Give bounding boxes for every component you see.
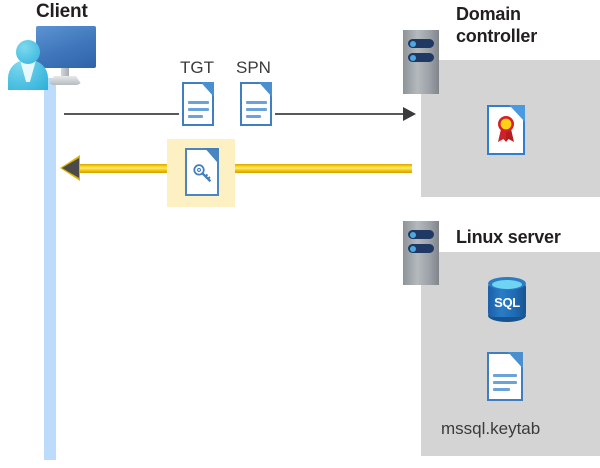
tgt-label: TGT [180, 58, 214, 77]
sql-database-icon: SQL [488, 277, 526, 323]
user-workstation-icon [8, 26, 98, 90]
document-icon [240, 82, 272, 126]
monitor-stand [61, 68, 69, 78]
keytab-document-icon [487, 352, 523, 401]
response-line-left [74, 164, 170, 173]
monitor-screen [36, 26, 96, 68]
request-arrowhead-icon [403, 107, 416, 121]
server-led-icon [410, 40, 416, 47]
client-title: Client [36, 1, 88, 22]
request-line-right [275, 113, 407, 115]
sql-label: SQL [494, 295, 520, 310]
ticket-key-document-icon [185, 148, 219, 196]
request-line-left [64, 113, 179, 115]
server-led-icon [410, 231, 416, 238]
server-led-icon [410, 54, 416, 61]
server-bay [408, 230, 434, 239]
server-bay [408, 244, 434, 253]
key-icon [193, 164, 212, 183]
server-led-icon [410, 245, 416, 252]
person-head [16, 40, 40, 64]
server-bay [408, 39, 434, 48]
server-bay [408, 53, 434, 62]
spn-label: SPN [236, 58, 271, 77]
response-arrowhead-icon [62, 158, 79, 178]
server-tower-icon [403, 30, 439, 94]
response-line-right [232, 164, 412, 173]
monitor-base [48, 76, 82, 85]
award-ribbon-icon [498, 116, 514, 142]
server-tower-icon [403, 221, 439, 285]
domain-controller-title: Domain controller [456, 4, 538, 46]
client-lifeline [44, 78, 56, 460]
cylinder-top-inner [492, 279, 522, 289]
keytab-filename-label: mssql.keytab [441, 419, 541, 438]
linux-server-title: Linux server [456, 227, 561, 247]
certificate-document-icon [487, 105, 525, 155]
document-icon [182, 82, 214, 126]
